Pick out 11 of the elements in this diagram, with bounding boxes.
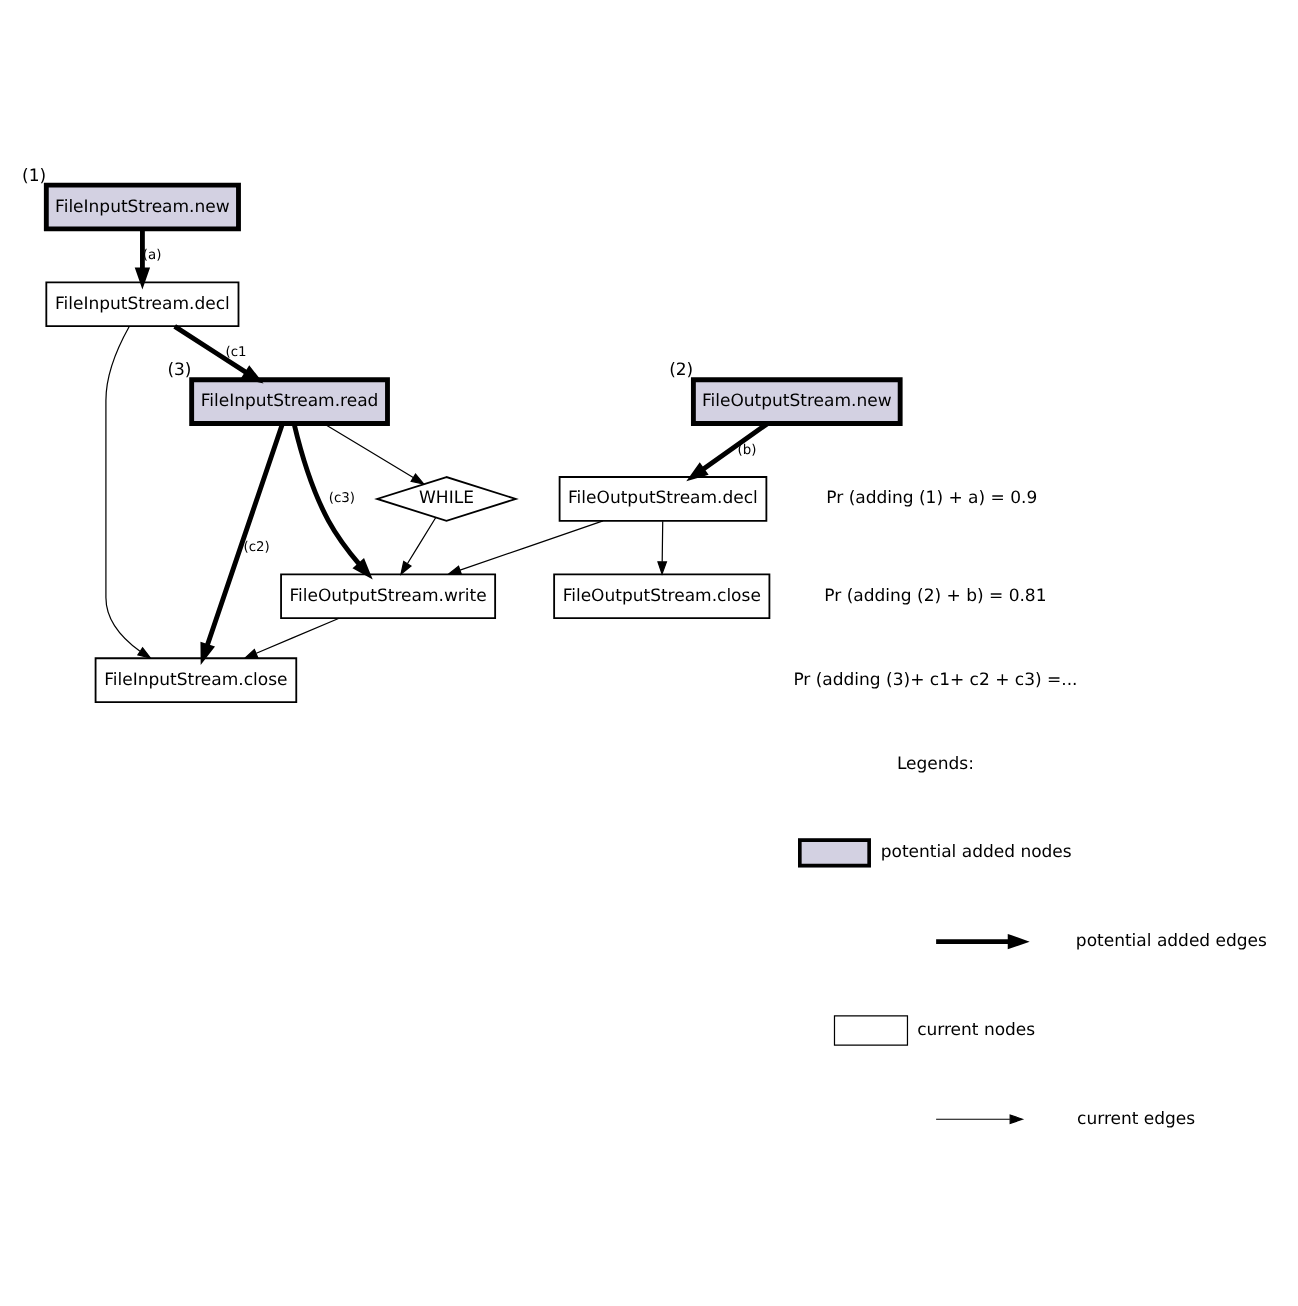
label: Pr (adding (3)+ c1+ c2 + c3) =... [793, 669, 1078, 690]
legend-label: current nodes [917, 1019, 1036, 1040]
legend-label: potential added edges [1075, 931, 1267, 952]
legend-label: current edges [1077, 1108, 1196, 1129]
label: Pr (adding (1) + a) = 0.9 [826, 488, 1038, 509]
label: Pr (adding (2) + b) = 0.81 [824, 585, 1047, 606]
node-label: (2) [669, 360, 694, 381]
node-label: (1) [22, 165, 47, 186]
legend-label: potential added nodes [880, 842, 1072, 863]
node-label: (3) [167, 360, 192, 381]
label: Legends: [896, 753, 974, 774]
